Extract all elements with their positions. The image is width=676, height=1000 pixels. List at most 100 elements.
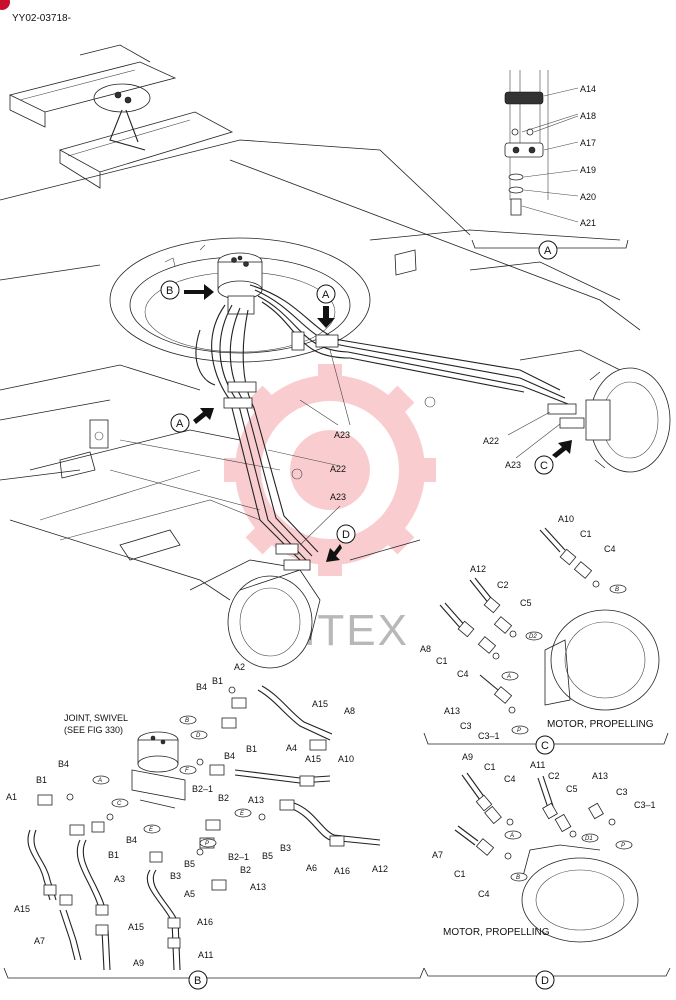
swivel-joint xyxy=(217,252,263,315)
detail-c-label-a10: A10 xyxy=(558,514,574,524)
detail-c-label-c2: C2 xyxy=(497,580,509,590)
detail-a-label-a19: A19 xyxy=(580,165,596,175)
detail-b-label-b4-lower: B4 xyxy=(126,835,137,845)
svg-text:A: A xyxy=(176,418,184,430)
detail-b-label-a10: A10 xyxy=(338,754,354,764)
svg-text:D: D xyxy=(196,733,201,739)
detail-a-caption: A xyxy=(544,245,552,257)
detail-b-label-b1-top: B1 xyxy=(212,676,223,686)
detail-b-label-a6: A6 xyxy=(306,863,317,873)
svg-text:E: E xyxy=(240,811,245,817)
detail-d-label-c4-top: C4 xyxy=(504,774,516,784)
detail-b-label-b1-mid: B1 xyxy=(246,744,257,754)
svg-text:C: C xyxy=(540,460,548,472)
main-label-a22-left: A22 xyxy=(330,464,346,474)
detail-d-caption: D xyxy=(541,975,549,987)
drive-motor-left xyxy=(227,569,321,669)
detail-b-label-a16-lower: A16 xyxy=(197,917,213,927)
detail-d-label-c3: C3 xyxy=(616,787,628,797)
detail-c-box-p: P xyxy=(517,728,521,734)
detail-d-label-a7: A7 xyxy=(432,850,443,860)
detail-b-label-b2-1: B2–1 xyxy=(192,784,213,794)
detail-b-label-a15-mid: A15 xyxy=(305,754,321,764)
detail-b-label-a7: A7 xyxy=(34,936,45,946)
detail-b-boxes: A C E B D F E P xyxy=(92,715,252,848)
detail-b-label-b4-top: B4 xyxy=(196,682,207,692)
svg-text:D: D xyxy=(342,529,350,541)
inset-undercarriage-thumbnail xyxy=(8,44,234,189)
callout-d-main: D xyxy=(326,524,356,562)
detail-b-label-a5: A5 xyxy=(184,889,195,899)
detail-c-label-a8: A8 xyxy=(420,644,431,654)
detail-d: A9 C1 C4 A11 C2 C5 A13 C3 C3–1 A7 C1 C4 … xyxy=(423,752,671,990)
detail-a: A14 A18 A17 A19 A20 A21 A xyxy=(471,70,629,260)
detail-b-label-a12: A12 xyxy=(372,864,388,874)
drawing-id: YY02-03718- xyxy=(12,13,71,24)
detail-c-box-d2: D2 xyxy=(529,634,537,640)
detail-c-label-c3: C3 xyxy=(460,721,472,731)
detail-c-label-c1: C1 xyxy=(436,656,448,666)
svg-text:E: E xyxy=(149,827,154,833)
detail-b-label-a15-left: A15 xyxy=(14,904,30,914)
detail-b-label-a15-upper: A15 xyxy=(312,699,328,709)
detail-d-label-c4: C4 xyxy=(478,889,490,899)
detail-b-label-b2: B2 xyxy=(218,793,229,803)
svg-text:B: B xyxy=(185,718,189,724)
detail-b-label-b5-right: B5 xyxy=(262,851,273,861)
detail-b-label-a3: A3 xyxy=(114,874,125,884)
callout-a-left-main: A xyxy=(170,408,214,433)
detail-c-label-a13: A13 xyxy=(444,706,460,716)
detail-b-joint-note-2: (SEE FIG 330) xyxy=(64,725,123,735)
detail-a-label-a14: A14 xyxy=(580,84,596,94)
detail-c-label-c4-top: C4 xyxy=(604,544,616,554)
detail-b-caption: B xyxy=(194,975,201,987)
detail-a-label-a17: A17 xyxy=(580,138,596,148)
detail-b-label-b3-left: B3 xyxy=(170,871,181,881)
svg-text:A: A xyxy=(322,289,330,301)
detail-b-label-a16-right: A16 xyxy=(334,866,350,876)
callout-a-top-main: A xyxy=(316,284,336,328)
main-label-a23-lower: A23 xyxy=(330,492,346,502)
detail-b-label-a15-lower: A15 xyxy=(128,922,144,932)
callout-b-main: B xyxy=(160,280,214,300)
hose-bundle xyxy=(195,284,585,571)
detail-d-label-c5: C5 xyxy=(566,784,578,794)
detail-c-label-c3-1: C3–1 xyxy=(478,731,500,741)
detail-b-label-b2-1-lower: B2–1 xyxy=(228,852,249,862)
detail-d-label-c1: C1 xyxy=(454,869,466,879)
detail-b-label-b4-left: B4 xyxy=(58,759,69,769)
detail-b-label-b2-lower: B2 xyxy=(240,865,251,875)
detail-d-label-a11: A11 xyxy=(530,760,545,770)
detail-c-box-a: A xyxy=(506,674,511,680)
main-leader-lines xyxy=(267,349,561,546)
detail-a-label-a21: A21 xyxy=(580,218,596,228)
svg-text:A: A xyxy=(97,778,102,784)
detail-c-title: MOTOR, PROPELLING xyxy=(547,719,654,730)
main-label-a23-upper: A23 xyxy=(334,430,350,440)
detail-d-label-c3-1: C3–1 xyxy=(634,800,656,810)
detail-a-label-a18: A18 xyxy=(580,111,596,121)
detail-c-label-c5: C5 xyxy=(520,598,532,608)
detail-d-box-b: B xyxy=(516,875,520,881)
detail-d-box-a: A xyxy=(509,833,514,839)
detail-b-label-a13-lower: A13 xyxy=(250,882,266,892)
detail-b-label-a2: A2 xyxy=(234,662,245,672)
detail-b-label-b1-left: B1 xyxy=(36,775,47,785)
detail-b-label-a8: A8 xyxy=(344,706,355,716)
detail-a-label-a20: A20 xyxy=(580,192,596,202)
detail-b-label-a11: A11 xyxy=(198,950,213,960)
detail-d-title: MOTOR, PROPELLING xyxy=(443,927,550,938)
detail-d-label-a13: A13 xyxy=(592,771,608,781)
main-label-a22-right: A22 xyxy=(483,436,499,446)
detail-b-joint-note-1: JOINT, SWIVEL xyxy=(64,713,128,723)
detail-b-label-a1: A1 xyxy=(6,792,17,802)
main-label-a23-right: A23 xyxy=(505,460,521,470)
detail-c-label-c1-top: C1 xyxy=(580,529,592,539)
detail-b-label-a9: A9 xyxy=(133,958,144,968)
detail-b-label-b3-right: B3 xyxy=(280,843,291,853)
corner-marker xyxy=(0,0,10,10)
detail-b-label-b1-lower: B1 xyxy=(108,850,119,860)
watermark-gear-logo xyxy=(224,364,436,576)
svg-text:P: P xyxy=(205,841,209,847)
